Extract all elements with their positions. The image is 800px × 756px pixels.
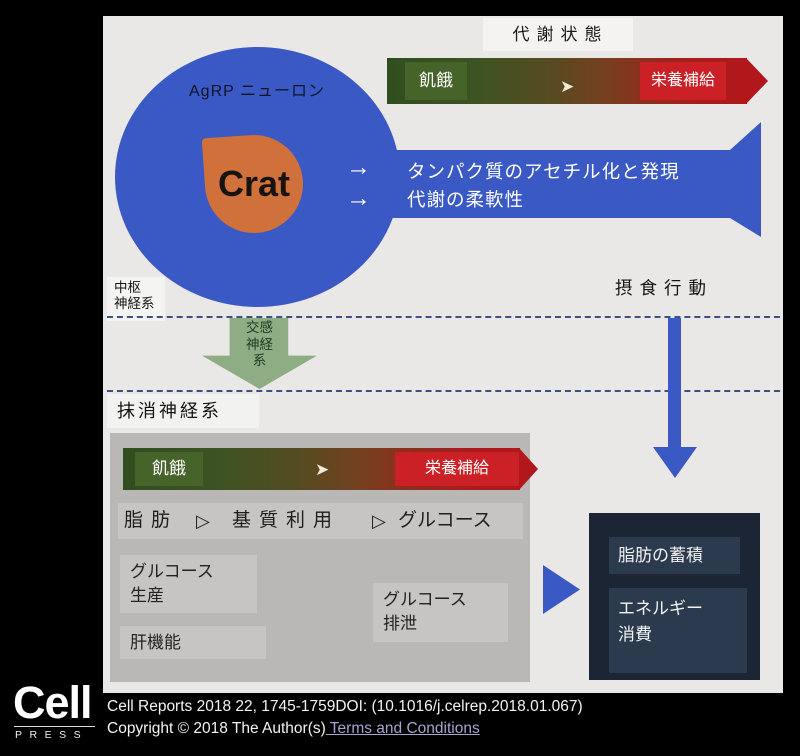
chevron-right-icon: ➤ [315, 460, 330, 479]
copyright-line: Copyright © 2018 The Author(s) Terms and… [107, 720, 480, 738]
cns-label-backdrop [107, 277, 165, 321]
pns-boundary-dashed-line [107, 390, 780, 392]
citation-text: Cell Reports 2018 22, 1745-1759DOI: (10.… [107, 698, 583, 715]
feeding-arrow-shaft [668, 318, 681, 447]
feeding-arrowhead-icon [653, 447, 697, 478]
outcome-box: 脂肪の蓄積 エネルギー 消費 [589, 513, 760, 680]
glucose-label: グルコース [398, 510, 492, 531]
metabolic-state-title: 代謝状態 [483, 18, 633, 51]
cns-label-line2: 神経系 [114, 296, 155, 311]
glucose-production-chip: グルコース 生産 [120, 555, 257, 613]
sympathetic-label: 交感 神経 系 [202, 320, 317, 370]
crat-gene-label: Crat [217, 163, 291, 204]
energy-expenditure-line2: 消費 [618, 625, 652, 644]
cns-boundary-dashed-line [107, 316, 780, 318]
refeeding-label: 栄養補給 [640, 62, 726, 100]
energy-expenditure-chip: エネルギー 消費 [609, 588, 747, 673]
acetylation-expression-label: タンパク質のアセチル化と発現 [407, 161, 680, 182]
liver-function-chip: 肝機能 [120, 626, 266, 659]
pns-label: 抹消神経系 [107, 394, 259, 428]
axon-output-text: タンパク質のアセチル化と発現 代謝の柔軟性 [407, 158, 680, 214]
fat-label: 脂肪 [124, 510, 179, 531]
hunger-label: 飢餓 [135, 452, 203, 486]
agrp-neuron-label: AgRP ニューロン [189, 83, 325, 100]
copyright-text: Copyright © 2018 The Author(s) [107, 720, 326, 737]
glucose-production-line1: グルコース [130, 562, 214, 581]
sns-label-line2: 神経 [246, 336, 273, 352]
arrow-right-icon: → [346, 153, 371, 181]
refeeding-label: 栄養補給 [395, 452, 519, 486]
substrate-utilization-label: 基質利用 [232, 510, 341, 531]
axon-band [243, 150, 732, 218]
glucose-excretion-chip: グルコース 排泄 [373, 583, 508, 642]
triangle-right-icon: ▷ [372, 511, 386, 531]
sns-label-line1: 交感 [246, 320, 273, 335]
cell-press-logo: Cell [13, 677, 93, 728]
fat-storage-chip: 脂肪の蓄積 [609, 537, 740, 574]
triangle-right-icon: ▷ [196, 511, 210, 531]
glucose-excretion-line1: グルコース [383, 590, 467, 609]
gradient-arrowhead-icon [746, 58, 768, 104]
outcome-triangle-icon [543, 565, 580, 614]
cell-press-logo-rule [14, 726, 95, 727]
sympathetic-down-arrow: 交感 神経 系 [202, 318, 317, 389]
chevron-right-icon: ➤ [560, 77, 575, 96]
sns-label-line3: 系 [252, 353, 267, 368]
cns-label: 中枢 神経系 [114, 280, 155, 312]
substrate-utilization-row: 脂肪 ▷ 基質利用 ▷ グルコース [118, 503, 523, 539]
metabolic-flexibility-label: 代謝の柔軟性 [407, 189, 525, 210]
feeding-behavior-label: 摂食行動 [615, 278, 713, 298]
glucose-production-line2: 生産 [130, 586, 164, 605]
hunger-label: 飢餓 [405, 62, 467, 100]
axon-terminal-shape [730, 122, 761, 237]
cell-press-logo-sub: PRESS [15, 729, 89, 741]
glucose-excretion-line2: 排泄 [383, 614, 417, 633]
gradient-arrowhead-icon [519, 448, 538, 490]
energy-expenditure-line1: エネルギー [618, 599, 703, 618]
periphery-box: 飢餓 ➤ 栄養補給 脂肪 ▷ 基質利用 ▷ グルコース グルコース 生産 グルコ… [110, 433, 538, 682]
cns-label-line1: 中枢 [114, 280, 141, 295]
arrow-right-icon: → [346, 184, 371, 212]
terms-and-conditions-link[interactable]: Terms and Conditions [325, 720, 480, 737]
graphical-abstract-panel: AgRP ニューロン Crat → → タンパク質のアセチル化と発現 代謝の柔軟… [103, 16, 783, 693]
